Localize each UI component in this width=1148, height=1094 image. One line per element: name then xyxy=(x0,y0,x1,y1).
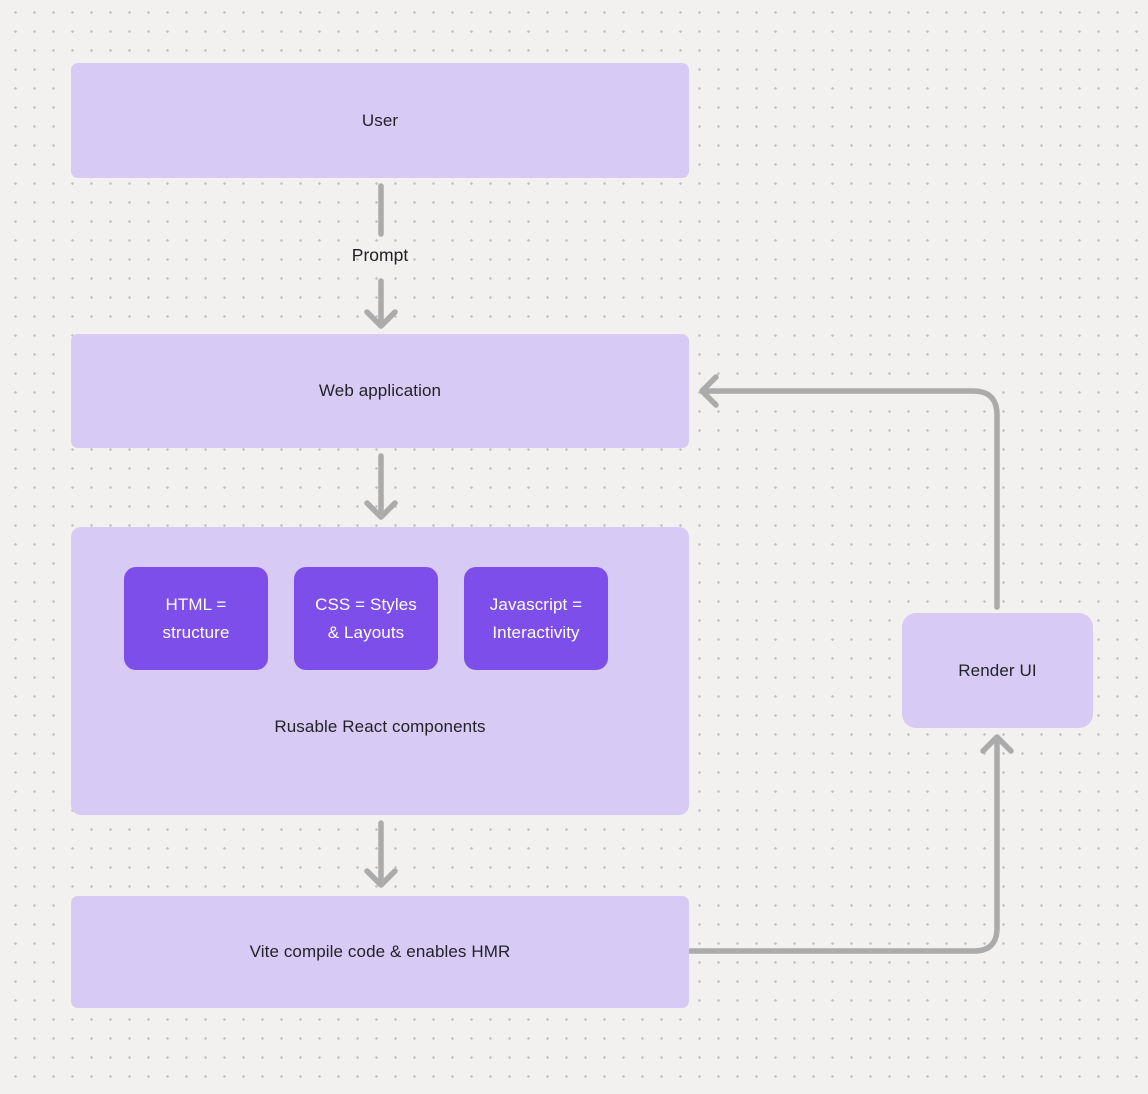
subnode-html: HTML = structure xyxy=(124,567,268,670)
node-web-application-label: Web application xyxy=(318,381,442,400)
node-web-application: Web application xyxy=(71,334,689,448)
node-components-group: HTML = structure CSS = Styles & Layouts … xyxy=(71,527,689,815)
node-vite: Vite compile code & enables HMR xyxy=(71,896,689,1008)
edge-vite-to-renderui-line xyxy=(687,740,1000,954)
components-caption: Rusable React components xyxy=(274,717,486,736)
edge-components-to-vite-arrowhead xyxy=(364,868,398,888)
subnode-css-label: CSS = Styles & Layouts xyxy=(315,594,417,642)
node-render-ui-label: Render UI xyxy=(958,660,1037,680)
node-user: User xyxy=(71,63,689,178)
subnode-css: CSS = Styles & Layouts xyxy=(294,567,438,670)
node-render-ui: Render UI xyxy=(902,613,1093,728)
edge-webapp-to-components-arrowhead xyxy=(364,500,398,520)
subnode-javascript: Javascript = Interactivity xyxy=(464,567,608,670)
edge-renderui-to-webapp-line xyxy=(705,388,1000,610)
edge-renderui-to-webapp-arrowhead xyxy=(699,374,719,408)
node-vite-label: Vite compile code & enables HMR xyxy=(249,942,511,961)
edge-vite-to-renderui-arrowhead xyxy=(980,734,1014,754)
edge-prompt-to-webapp-arrowhead xyxy=(364,309,398,329)
edge-label-prompt: Prompt xyxy=(351,245,409,265)
subnode-javascript-label: Javascript = Interactivity xyxy=(489,594,583,642)
subnode-html-label: HTML = structure xyxy=(162,594,230,642)
node-user-label: User xyxy=(361,110,399,130)
